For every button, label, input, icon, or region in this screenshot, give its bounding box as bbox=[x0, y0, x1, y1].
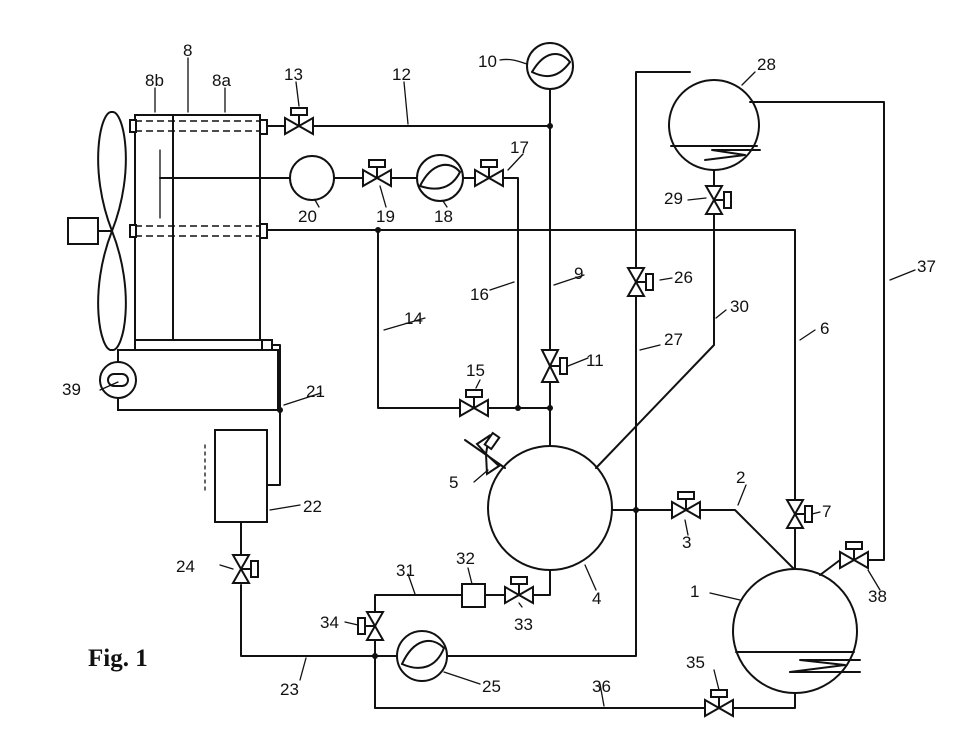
label-21: 21 bbox=[306, 382, 325, 401]
valve-11 bbox=[542, 350, 567, 382]
condenser-body bbox=[135, 115, 260, 340]
vessel-20 bbox=[290, 156, 334, 200]
valve-24 bbox=[233, 555, 258, 583]
label-10: 10 bbox=[478, 52, 497, 71]
label-14: 14 bbox=[404, 309, 423, 328]
label-31: 31 bbox=[396, 561, 415, 580]
label-37: 37 bbox=[917, 257, 936, 276]
line-16 bbox=[503, 178, 518, 408]
pump-25 bbox=[397, 631, 447, 681]
label-1: 1 bbox=[690, 582, 699, 601]
label-22: 22 bbox=[303, 497, 322, 516]
label-8: 8 bbox=[183, 41, 192, 60]
label-2: 2 bbox=[736, 468, 745, 487]
valve-33 bbox=[505, 577, 533, 603]
label-35: 35 bbox=[686, 653, 705, 672]
label-19: 19 bbox=[376, 207, 395, 226]
tank-28 bbox=[669, 80, 760, 170]
label-33: 33 bbox=[514, 615, 533, 634]
label-5: 5 bbox=[449, 473, 458, 492]
label-9: 9 bbox=[574, 264, 583, 283]
component-32 bbox=[462, 584, 485, 607]
label-8a: 8a bbox=[212, 71, 231, 90]
label-34: 34 bbox=[320, 613, 339, 632]
label-16: 16 bbox=[470, 285, 489, 304]
label-13: 13 bbox=[284, 65, 303, 84]
valve-34 bbox=[358, 612, 383, 640]
valve-15 bbox=[460, 390, 488, 416]
condenser-fan bbox=[68, 112, 126, 350]
label-18: 18 bbox=[434, 207, 453, 226]
label-6: 6 bbox=[820, 319, 829, 338]
valve-38 bbox=[840, 542, 868, 568]
label-28: 28 bbox=[757, 55, 776, 74]
fan-motor bbox=[68, 218, 98, 244]
valve-19 bbox=[363, 160, 391, 186]
label-24: 24 bbox=[176, 557, 195, 576]
label-26: 26 bbox=[674, 268, 693, 287]
label-11: 11 bbox=[586, 351, 604, 370]
label-30: 30 bbox=[730, 297, 749, 316]
line-27-top bbox=[636, 72, 690, 90]
label-29: 29 bbox=[664, 189, 683, 208]
valve-17 bbox=[475, 160, 503, 186]
valve-7 bbox=[787, 500, 812, 528]
label-20: 20 bbox=[298, 207, 317, 226]
tank-22 bbox=[205, 430, 267, 522]
figure-caption: Fig. 1 bbox=[88, 645, 148, 672]
label-38: 38 bbox=[868, 587, 887, 606]
label-39: 39 bbox=[62, 380, 81, 399]
compressor-10 bbox=[527, 43, 573, 89]
valve-35 bbox=[705, 690, 733, 716]
label-15: 15 bbox=[466, 361, 485, 380]
label-32: 32 bbox=[456, 549, 475, 568]
valve-29 bbox=[706, 186, 731, 214]
label-27: 27 bbox=[664, 330, 683, 349]
label-4: 4 bbox=[592, 589, 601, 608]
label-12: 12 bbox=[392, 65, 411, 84]
line-2 bbox=[700, 510, 795, 570]
fan-blade-lower bbox=[98, 231, 126, 350]
compressor-18 bbox=[417, 155, 463, 201]
valve-26 bbox=[628, 268, 653, 296]
valve-13 bbox=[285, 108, 313, 134]
junction-dots bbox=[277, 123, 639, 659]
line-37 bbox=[750, 102, 884, 560]
label-25: 25 bbox=[482, 677, 501, 696]
label-17: 17 bbox=[510, 138, 529, 157]
valve-5 bbox=[465, 433, 505, 474]
fan-blade-upper bbox=[98, 112, 126, 231]
label-7: 7 bbox=[822, 502, 831, 521]
label-36: 36 bbox=[592, 677, 611, 696]
label-3: 3 bbox=[682, 533, 691, 552]
condenser-header bbox=[135, 340, 265, 350]
line-21 bbox=[267, 410, 280, 485]
label-23: 23 bbox=[280, 680, 299, 699]
receiver-39 bbox=[100, 350, 280, 410]
label-8b: 8b bbox=[145, 71, 164, 90]
tank-4 bbox=[488, 446, 612, 570]
line-31 bbox=[375, 595, 462, 612]
line-30 bbox=[596, 230, 714, 468]
tank-1 bbox=[733, 569, 860, 693]
valve-3 bbox=[672, 492, 700, 518]
